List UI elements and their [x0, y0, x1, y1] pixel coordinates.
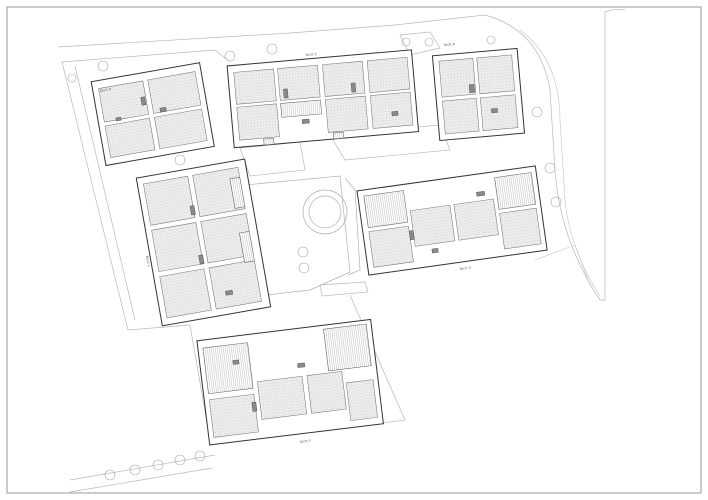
sheet-frame [6, 6, 702, 494]
building-bloc-e [226, 49, 420, 149]
bloc-a-label: BLOC A [460, 265, 472, 271]
bloc-c-label: BLOC C [145, 255, 151, 267]
site-boundaries [57, 8, 626, 493]
bloc-e-label: BLOC E [306, 52, 317, 57]
building-bloc-a [356, 165, 548, 276]
bloc-d-label: BLOC D [99, 87, 112, 93]
building-bloc-f [196, 318, 384, 446]
building-bloc-c [135, 158, 272, 327]
bloc-b-label: BLOC B [444, 42, 455, 47]
building-bloc-b [431, 47, 526, 142]
building-bloc-d [90, 62, 215, 167]
bloc-f-label: BLOC F [300, 439, 311, 444]
landscape-trees [67, 35, 562, 481]
